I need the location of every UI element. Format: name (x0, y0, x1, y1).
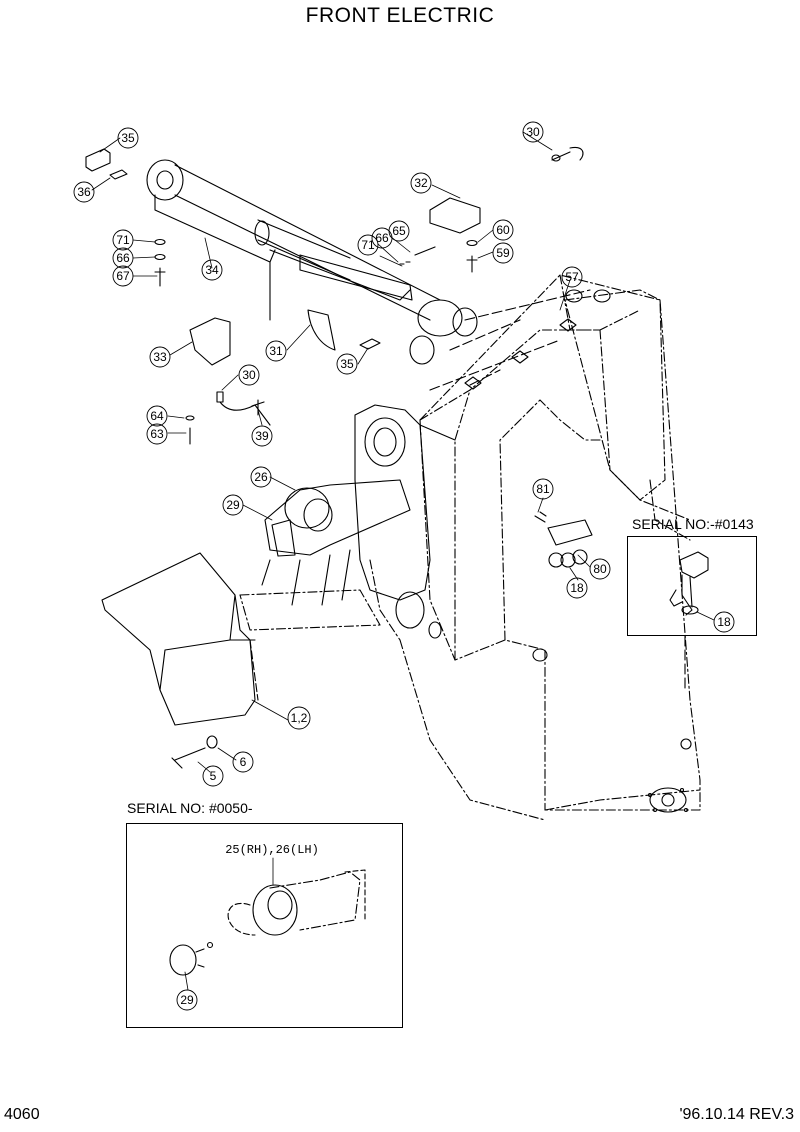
callout-35b (336, 353, 358, 375)
svg-text:35: 35 (121, 131, 135, 145)
svg-text:32: 32 (414, 176, 428, 190)
svg-text:71: 71 (116, 233, 130, 247)
callout-30b (238, 364, 260, 386)
serial-note-right: SERIAL NO:-#0143 (632, 516, 754, 532)
svg-text:66: 66 (116, 251, 130, 265)
callout-64 (146, 405, 168, 427)
svg-text:30: 30 (526, 125, 540, 139)
svg-text:66: 66 (375, 231, 389, 245)
callout-36 (73, 181, 95, 203)
bracket-80 (539, 511, 593, 568)
callout-63 (146, 423, 168, 445)
svg-text:65: 65 (392, 224, 406, 238)
svg-text:35: 35 (340, 357, 354, 371)
serial-inset-right (627, 536, 757, 636)
serial-inset-bottom (126, 823, 403, 1028)
callout-18b (713, 611, 735, 633)
callout-26 (250, 466, 272, 488)
svg-text:18: 18 (570, 581, 584, 595)
callout-57 (561, 266, 583, 288)
svg-text:31: 31 (269, 344, 283, 358)
horn-detail-right (669, 551, 709, 691)
svg-text:30: 30 (242, 368, 256, 382)
callout-31 (265, 340, 287, 362)
callout-59 (492, 242, 514, 264)
svg-text:60: 60 (496, 223, 510, 237)
callouts (73, 121, 735, 1011)
svg-text:1,2: 1,2 (291, 711, 308, 725)
lamp-detail-bottom (169, 869, 366, 976)
work-lamp-assembly (239, 479, 411, 631)
svg-text:64: 64 (150, 409, 164, 423)
page-title: FRONT ELECTRIC (305, 4, 495, 27)
svg-text:67: 67 (116, 269, 130, 283)
callout-18a (566, 577, 588, 599)
svg-text:26: 26 (254, 470, 268, 484)
callout-71b (357, 234, 379, 256)
serial-note-bottom: SERIAL NO: #0050- (127, 800, 253, 816)
svg-text:39: 39 (255, 429, 269, 443)
svg-text:59: 59 (496, 246, 510, 260)
callout-66a (112, 247, 134, 269)
callout-33 (149, 346, 171, 368)
svg-text:18: 18 (717, 615, 731, 629)
callout-80 (589, 558, 611, 580)
page-number: 4060 (4, 1106, 40, 1123)
svg-text:71: 71 (361, 238, 375, 252)
callout-81 (532, 478, 554, 500)
callout-29a (222, 494, 244, 516)
callout-34 (201, 259, 223, 281)
wiring-harness (429, 289, 591, 391)
svg-text:34: 34 (205, 263, 219, 277)
callout-67 (112, 265, 134, 287)
front-bracket (354, 289, 692, 813)
callout-29b (176, 989, 198, 1011)
svg-text:33: 33 (153, 350, 167, 364)
front-bumper (101, 552, 259, 726)
svg-text:81: 81 (536, 482, 550, 496)
callout-12 (287, 706, 311, 730)
callout-71a (112, 229, 134, 251)
svg-text:25(RH),26(LH): 25(RH),26(LH) (225, 843, 319, 857)
callout-39 (251, 425, 273, 447)
callout-60 (492, 219, 514, 241)
boom-cylinder (146, 159, 478, 365)
callout-6 (232, 751, 254, 773)
svg-text:63: 63 (150, 427, 164, 441)
revision-date: '96.10.14 REV.3 (679, 1106, 794, 1123)
hardware-parts (85, 146, 584, 769)
svg-text:5: 5 (210, 769, 217, 783)
svg-text:80: 80 (593, 562, 607, 576)
svg-text:6: 6 (240, 755, 247, 769)
callout-32 (410, 172, 432, 194)
svg-text:29: 29 (226, 498, 240, 512)
callout-labels: 35 36 71 66 67 34 30 32 65 66 71 60 59 5… (77, 125, 731, 1007)
svg-text:57: 57 (565, 270, 579, 284)
callout-66b (371, 227, 393, 249)
callout-5 (202, 765, 224, 787)
harness-clips (464, 289, 611, 390)
svg-text:36: 36 (77, 185, 91, 199)
callout-35a (117, 127, 139, 149)
callout-30a (522, 121, 544, 143)
svg-text:29: 29 (180, 993, 194, 1007)
